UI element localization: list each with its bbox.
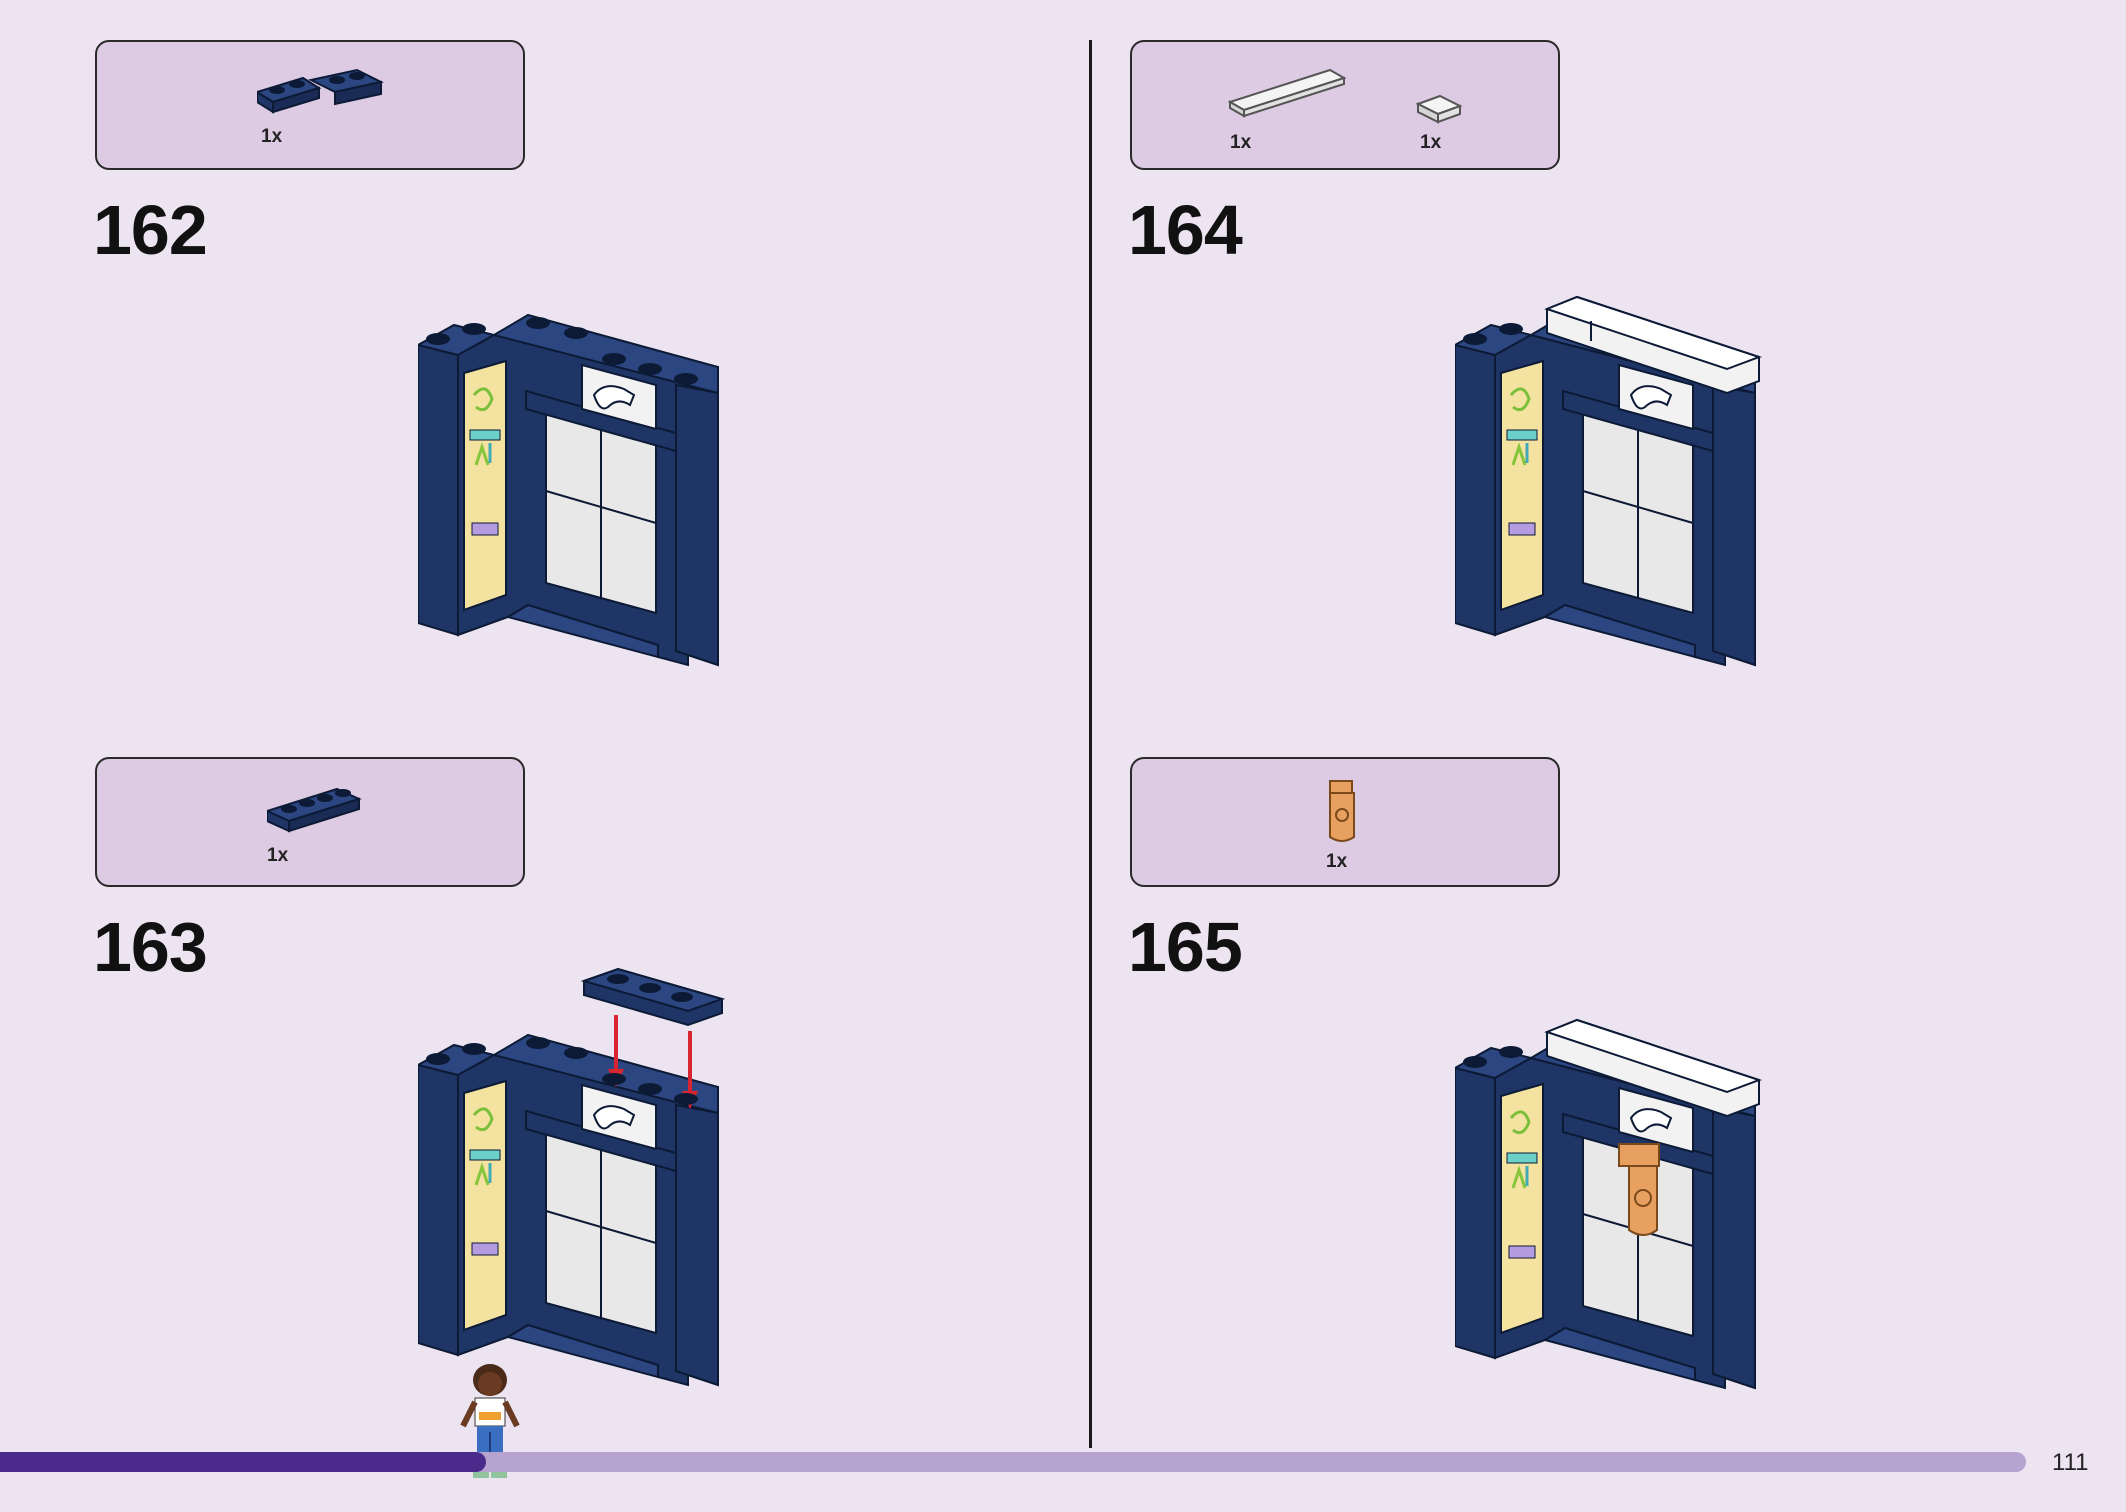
step-number: 163 — [93, 908, 208, 986]
part-quantity: 1x — [267, 845, 289, 866]
parts-callout: 1x — [95, 40, 525, 170]
step-model-illustration — [1455, 295, 1763, 667]
progress-fill — [0, 1452, 487, 1472]
step-model-illustration — [418, 313, 720, 667]
page-number: 111 — [2052, 1449, 2089, 1476]
progress-track — [0, 1452, 2026, 1472]
dark-blue-hinge-plate-icon — [257, 68, 384, 114]
step-model-illustration — [1455, 1018, 1763, 1390]
white-tile-small-icon — [1416, 94, 1463, 124]
parts-callout: 1x — [1130, 757, 1560, 887]
step-model-illustration — [418, 967, 726, 1387]
step-number: 164 — [1128, 191, 1243, 269]
parts-callout: 1x — [95, 757, 525, 887]
dark-blue-plate-1x4-icon — [267, 787, 362, 833]
white-tile-long-icon — [1228, 68, 1347, 118]
step-number: 162 — [93, 191, 208, 269]
part-quantity: 1x — [1326, 851, 1348, 872]
column-divider — [1089, 40, 1092, 1448]
part-quantity: 1x — [261, 126, 283, 147]
part-quantity: 1x — [1420, 132, 1442, 153]
parts-callout: 1x 1x — [1130, 40, 1560, 170]
part-quantity: 1x — [1230, 132, 1252, 153]
step-number: 165 — [1128, 908, 1243, 986]
orange-spray-bottle-icon — [1329, 780, 1355, 842]
